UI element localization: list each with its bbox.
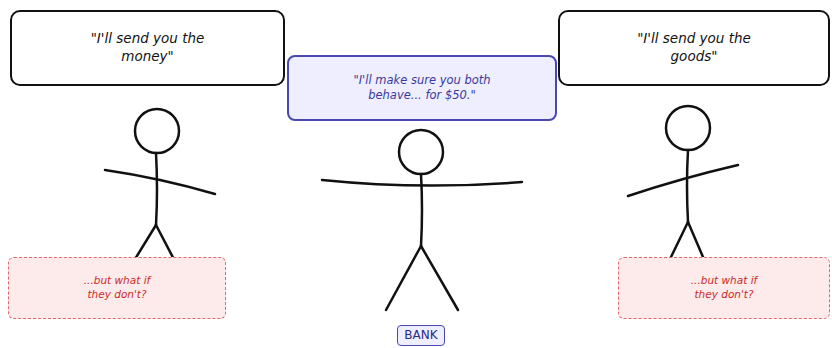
note-text: "I'll make sure you both behave... for $…: [337, 73, 507, 103]
note-text: ...but what if they don't?: [679, 274, 769, 301]
worry-note: ...but what if they don't?: [618, 257, 830, 319]
speech-bubble: "I'll make sure you both behave... for $…: [287, 55, 557, 121]
speech-bubble: "I'll send you the goods": [558, 10, 830, 86]
bank-figure: [322, 130, 522, 310]
worry-note: ...but what if they don't?: [8, 257, 226, 319]
note-text: "I'll send you the goods": [629, 30, 759, 65]
speech-bubble: "I'll send you the money": [10, 10, 285, 86]
role-tag: BANK: [397, 325, 445, 346]
role-label: BANK: [398, 328, 444, 344]
note-text: ...but what if they don't?: [72, 274, 162, 301]
note-text: "I'll send you the money": [83, 30, 213, 65]
